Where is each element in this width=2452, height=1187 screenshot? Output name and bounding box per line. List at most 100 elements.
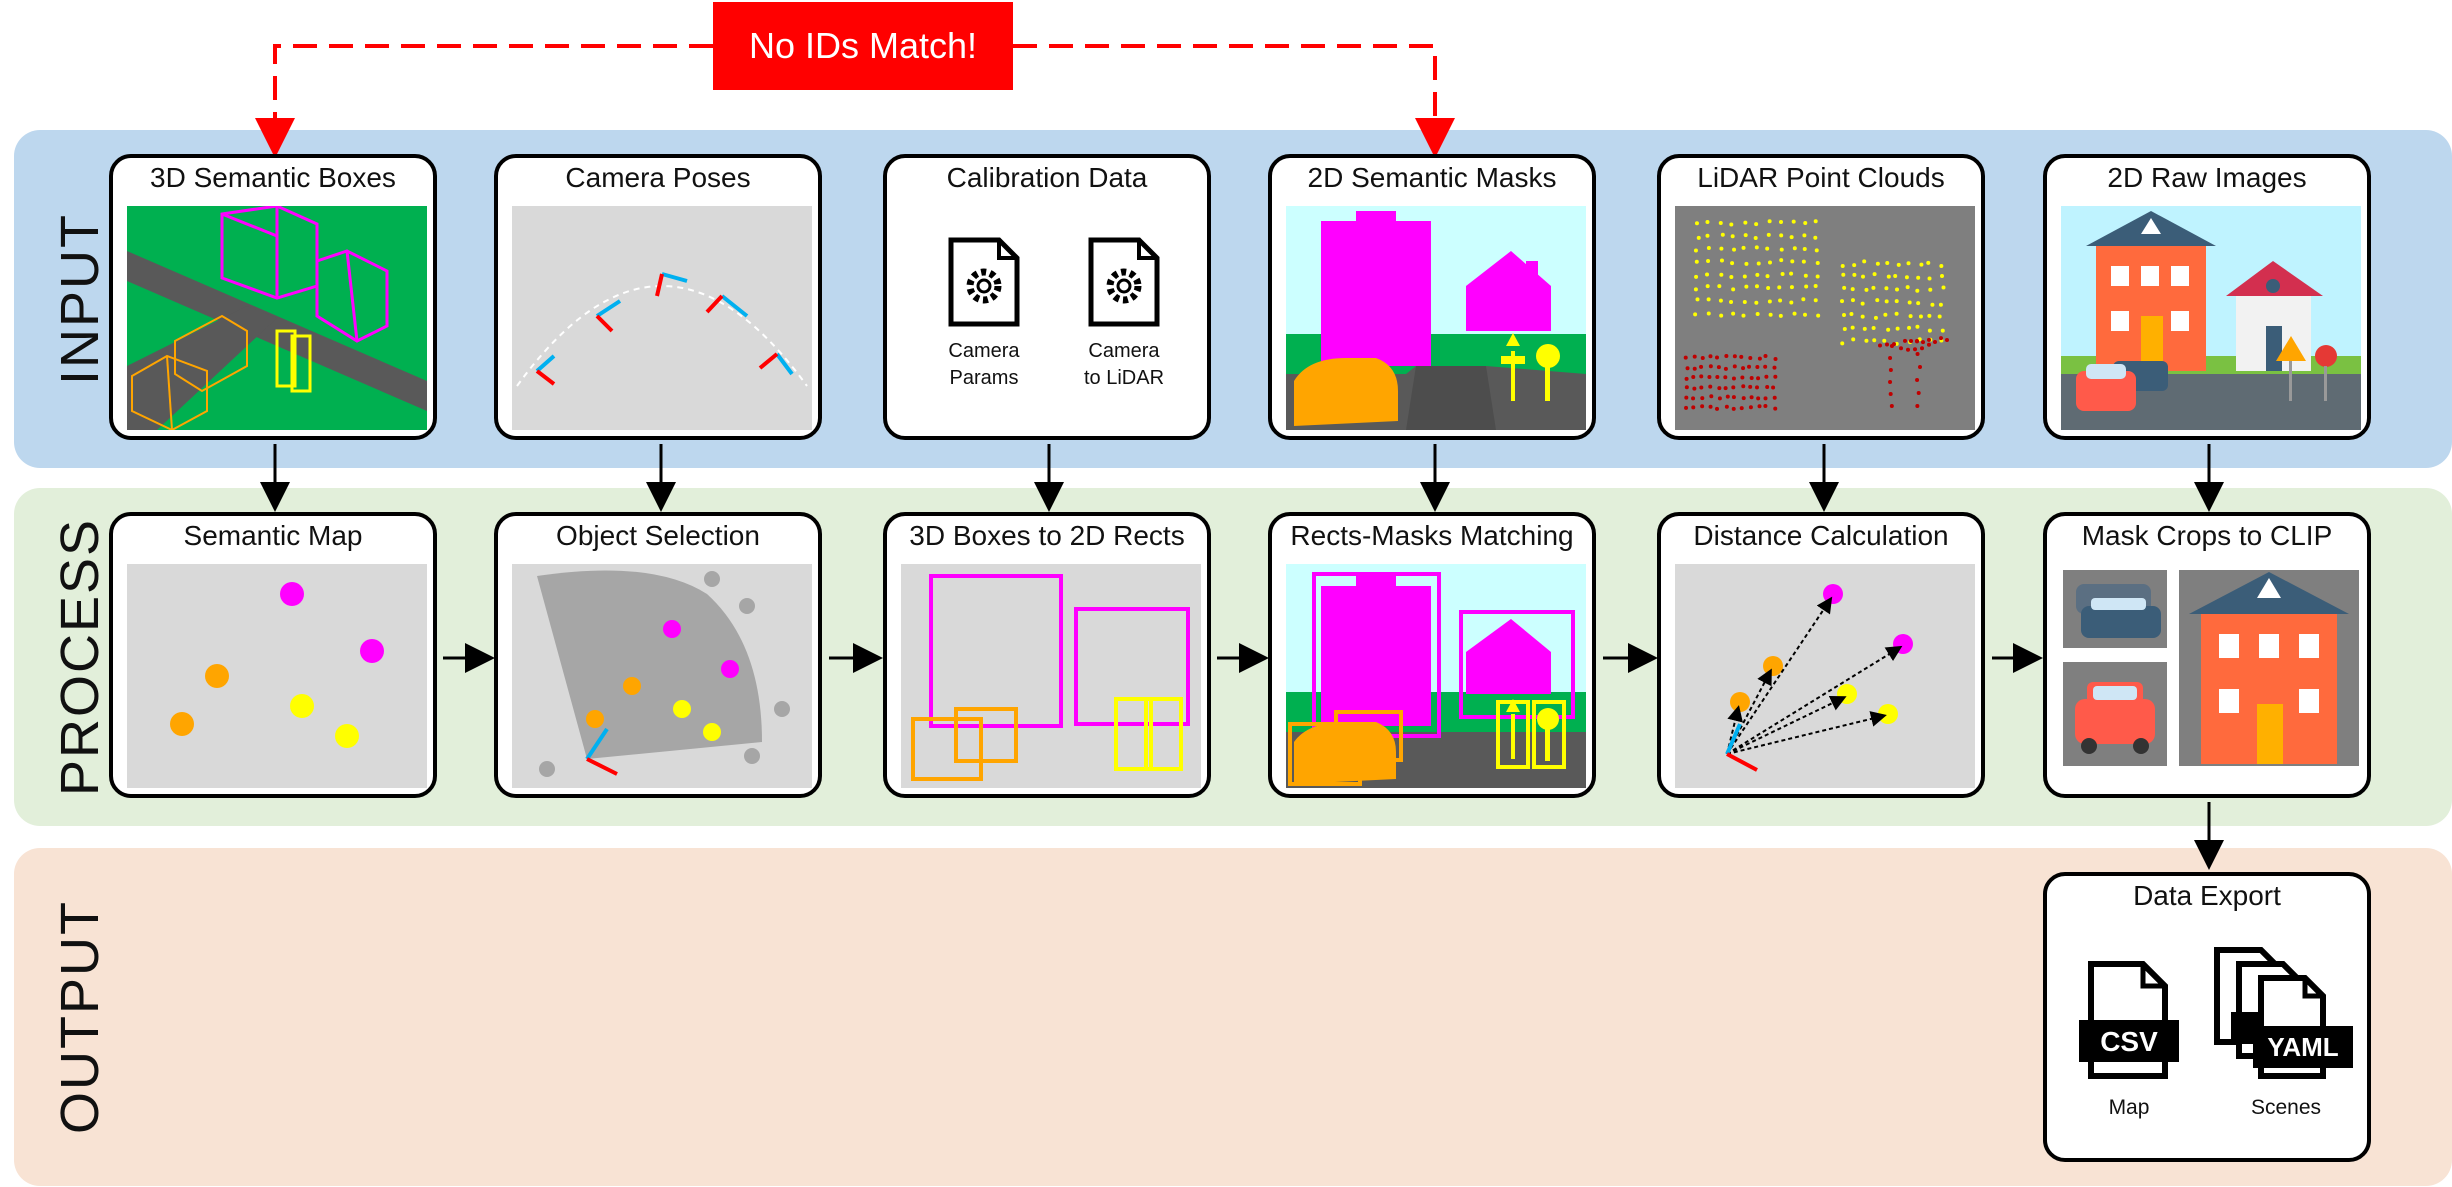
lidar-point	[1705, 233, 1710, 238]
lidar-point	[1915, 352, 1920, 356]
lidar-point	[1841, 272, 1846, 277]
lidar-point	[1732, 364, 1737, 369]
lidar-point	[1907, 325, 1912, 330]
lidar-point	[1772, 365, 1777, 370]
lidar-point	[1888, 356, 1893, 360]
lidar-point	[1716, 365, 1721, 370]
lidar-point	[1906, 347, 1910, 352]
lidar-point	[1729, 222, 1734, 227]
lidar-point	[1724, 404, 1729, 409]
lidar-point	[1884, 299, 1889, 304]
lidar-point	[1719, 246, 1724, 251]
lidar-point	[1708, 354, 1713, 359]
lidar-point	[1851, 337, 1856, 342]
lidar-point	[1692, 366, 1697, 371]
lidar-point	[1699, 364, 1704, 369]
id-mismatch-connector	[273, 44, 1437, 148]
card-object-selection: Object Selection	[494, 512, 822, 798]
lidar-point	[1778, 313, 1783, 318]
lidar-point	[1889, 404, 1894, 408]
lidar-point	[1802, 246, 1807, 251]
card-title: 3D Semantic Boxes	[150, 162, 396, 193]
lidar-point	[1717, 396, 1722, 401]
lidar-point	[1724, 354, 1729, 359]
card-2d-raw-images: 2D Raw Images	[2043, 154, 2371, 440]
lidar-point	[1871, 325, 1876, 330]
lidar-point	[1773, 406, 1778, 411]
lidar-point	[1927, 276, 1932, 281]
car-icon	[2075, 682, 2155, 754]
card-title: Object Selection	[556, 520, 760, 551]
lidar-point	[1700, 404, 1705, 409]
lidar-point	[1731, 395, 1736, 400]
lidar-point	[1706, 258, 1711, 263]
csv-caption: Map	[2109, 1096, 2150, 1119]
lidar-point	[1683, 355, 1688, 360]
lidar-point	[1723, 375, 1728, 380]
lidar-point	[1815, 260, 1820, 265]
lidar-point	[1708, 364, 1713, 369]
lidar-point	[1802, 233, 1807, 238]
lidar-point	[1730, 234, 1735, 239]
lidar-point	[1756, 261, 1761, 266]
yaml-file-stack-icon: YAML	[2214, 947, 2353, 1079]
card-mask-crops-to-clip: Mask Crops to CLIP	[2043, 512, 2371, 798]
lidar-point	[1731, 376, 1736, 381]
lidar-point	[1754, 284, 1759, 289]
lidar-point	[1801, 297, 1806, 302]
card-title: Semantic Map	[183, 520, 363, 551]
lidar-point	[1757, 356, 1762, 361]
lidar-point	[1928, 287, 1933, 292]
lidar-point	[1729, 274, 1734, 279]
lidar-point	[1886, 327, 1891, 332]
lidar-point	[1939, 273, 1944, 278]
card-calibration-data: Calibration Data Camera Params Camera to…	[883, 154, 1211, 440]
lidar-point	[1885, 260, 1890, 265]
lidar-point	[1717, 386, 1722, 391]
lidar-point	[1748, 356, 1753, 361]
lidar-point	[1915, 378, 1920, 382]
lidar-point	[1849, 312, 1854, 317]
distance-illustration	[1675, 564, 1975, 788]
lidar-point	[1895, 326, 1900, 331]
lidar-point	[1723, 386, 1728, 391]
lidar-point	[1693, 312, 1698, 317]
lidar-point	[1895, 287, 1900, 292]
lidar-point	[1755, 311, 1760, 316]
card-title: 3D Boxes to 2D Rects	[909, 520, 1185, 551]
lidar-point	[1778, 219, 1783, 224]
lidar-point	[1700, 355, 1705, 360]
lidar-point	[1731, 311, 1736, 316]
lidar-point	[1706, 311, 1711, 316]
lidar-point	[1684, 385, 1689, 390]
lidar-point	[1815, 274, 1820, 279]
lidar-point	[1763, 354, 1768, 359]
lidar-point	[1756, 396, 1761, 401]
lidar-point	[1875, 261, 1880, 266]
camera-axis-icon	[535, 272, 794, 386]
card-title: Calibration Data	[946, 162, 1148, 193]
lidar-point	[1765, 246, 1770, 251]
lidar-point	[1708, 404, 1713, 409]
lidar-point	[1705, 219, 1710, 224]
sign-icon	[1501, 333, 1560, 401]
boxes-to-rects-illustration	[901, 564, 1201, 788]
lidar-point	[1696, 235, 1701, 240]
lidar-point	[1873, 315, 1878, 320]
car-icon	[2076, 361, 2168, 411]
lidar-point	[1763, 396, 1768, 401]
lidar-point	[1892, 342, 1896, 347]
card-title: Camera Poses	[565, 162, 751, 193]
lidar-point	[1707, 374, 1712, 379]
lidar-point	[1731, 406, 1736, 411]
lidar-point	[1883, 312, 1888, 317]
lidar-point	[1915, 288, 1920, 293]
lidar-point	[1719, 272, 1724, 277]
lidar-point	[1789, 271, 1794, 276]
lidar-point	[1778, 298, 1783, 303]
lidar-point	[1779, 247, 1784, 252]
lidar-point	[1773, 356, 1778, 361]
lidar-point	[1885, 342, 1889, 347]
lidar-point	[1896, 262, 1901, 267]
lidar-point	[1933, 339, 1937, 344]
